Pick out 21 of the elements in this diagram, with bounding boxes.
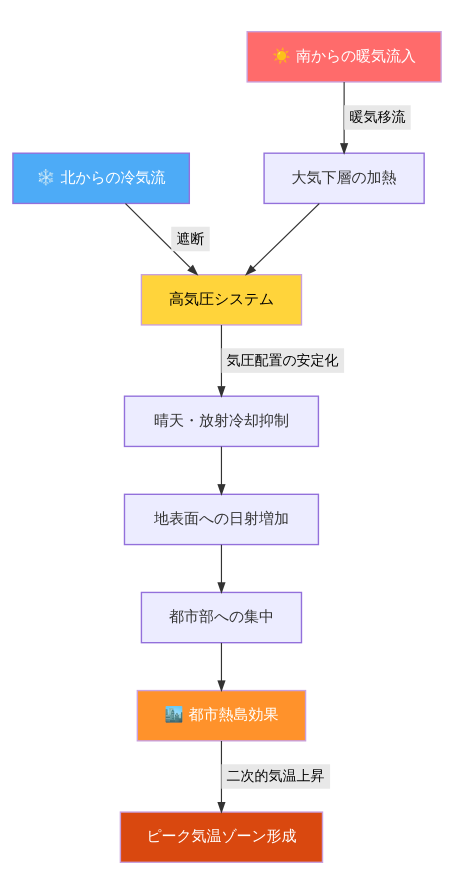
edge-label: 気圧配置の安定化 bbox=[226, 352, 339, 369]
node-box: 都市部への集中 bbox=[140, 592, 302, 644]
arrow bbox=[217, 642, 226, 692]
arrow bbox=[217, 544, 226, 594]
arrow bbox=[217, 741, 226, 814]
edge-label: 二次的気温上昇 bbox=[226, 768, 325, 785]
node-box: 地表面への日射増加 bbox=[124, 494, 320, 546]
node-box: 高気圧システム bbox=[140, 274, 302, 326]
node-box: ❄ 北からの冷気流 bbox=[12, 152, 190, 204]
edge-label: 暖気移流 bbox=[349, 110, 406, 126]
edge-label: 遮断 bbox=[176, 231, 204, 248]
arrow bbox=[125, 203, 198, 276]
node-box: 晴天・放射冷却抑制 bbox=[124, 395, 320, 448]
node-box: ☀ 南からの暖気流入 bbox=[246, 30, 442, 83]
arrow bbox=[340, 82, 348, 155]
node-box: 🏙 都市熱島効果 bbox=[136, 690, 306, 742]
node-box: 大気下層の加熱 bbox=[263, 152, 425, 204]
node-box: ピーク気温ゾーン形成 bbox=[120, 811, 324, 864]
arrow bbox=[217, 325, 226, 398]
arrow bbox=[244, 203, 320, 276]
arrow bbox=[217, 446, 226, 496]
